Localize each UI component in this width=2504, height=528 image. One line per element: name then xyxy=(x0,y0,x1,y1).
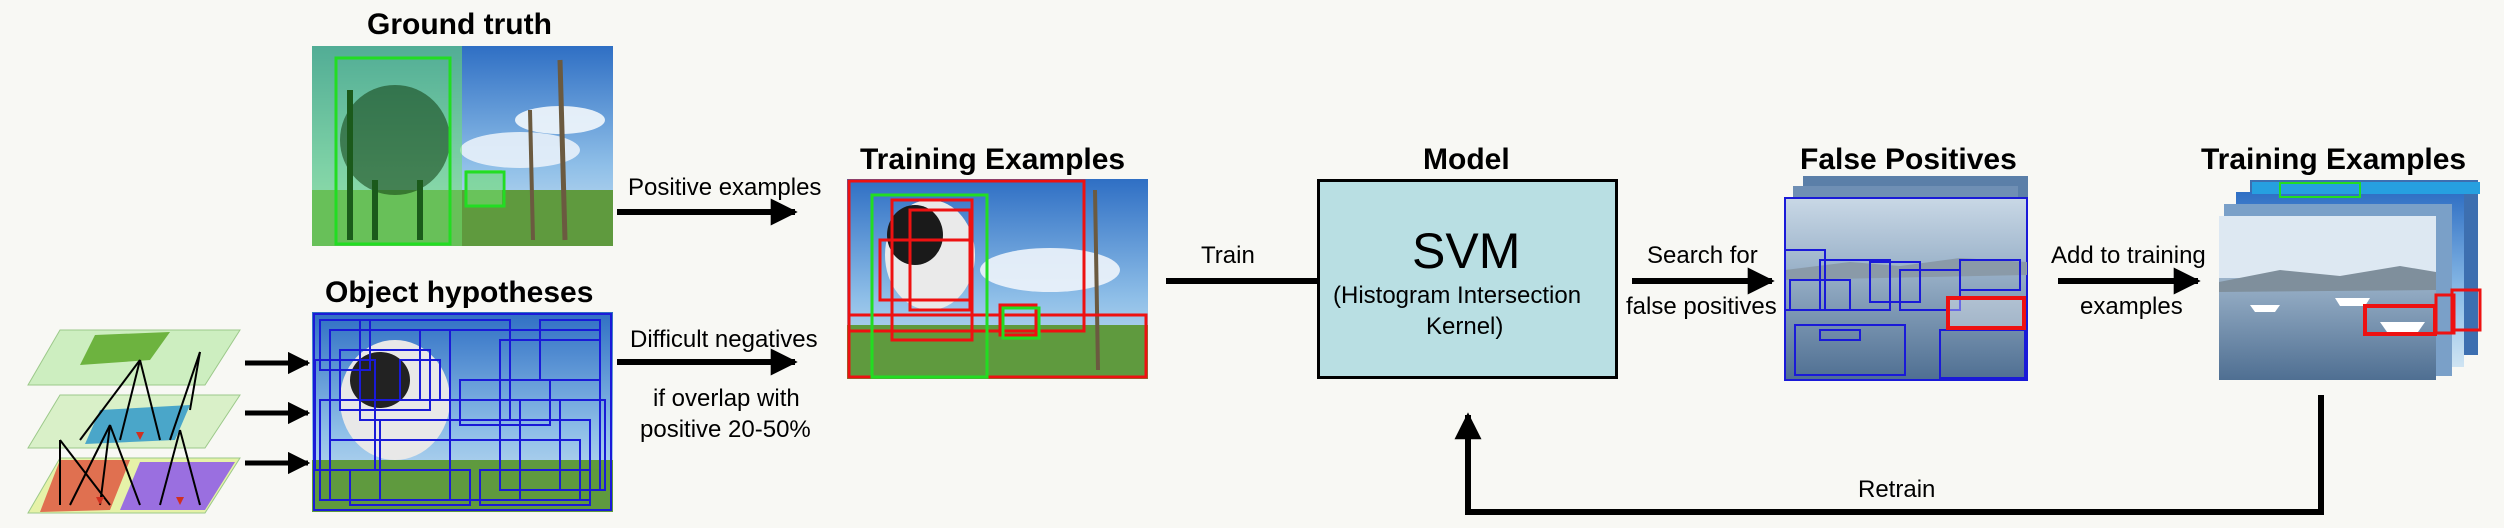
svm-model-box xyxy=(1317,179,1618,379)
svm-name: SVM xyxy=(1412,223,1521,279)
layer-arrows xyxy=(245,351,311,475)
segmentation-layers xyxy=(27,329,241,514)
training-examples-image xyxy=(847,179,1148,379)
false-positives-title: False Positives xyxy=(1800,143,2017,176)
training-examples-2-title: Training Examples xyxy=(2201,143,2467,176)
retrain-label: Retrain xyxy=(1858,476,1936,503)
search-label-1: Search for xyxy=(1647,242,1758,269)
ground-truth-title: Ground truth xyxy=(367,8,552,41)
ground-truth-image xyxy=(312,46,613,246)
difficult-negatives-label: Difficult negatives xyxy=(630,326,818,353)
search-label-2: false positives xyxy=(1626,293,1777,320)
svm-kernel-line-2: Kernel) xyxy=(1426,313,1504,340)
svm-kernel-line-1: (Histogram Intersection xyxy=(1333,282,1582,309)
add-label-1: Add to training xyxy=(2051,242,2206,269)
overlap-label-1: if overlap with xyxy=(653,385,800,412)
train-label: Train xyxy=(1201,242,1255,269)
retrain-arrow xyxy=(1454,395,2324,515)
positive-examples-label: Positive examples xyxy=(628,174,822,201)
model-title: Model xyxy=(1423,143,1510,176)
training-examples-2-stack xyxy=(2219,180,2482,380)
add-label-2: examples xyxy=(2080,293,2183,320)
object-hypotheses-title: Object hypotheses xyxy=(325,276,594,309)
false-positives-stack xyxy=(1784,176,2028,381)
training-examples-title: Training Examples xyxy=(860,143,1126,176)
object-hypotheses-image xyxy=(312,312,613,512)
overlap-label-2: positive 20-50% xyxy=(640,416,811,443)
